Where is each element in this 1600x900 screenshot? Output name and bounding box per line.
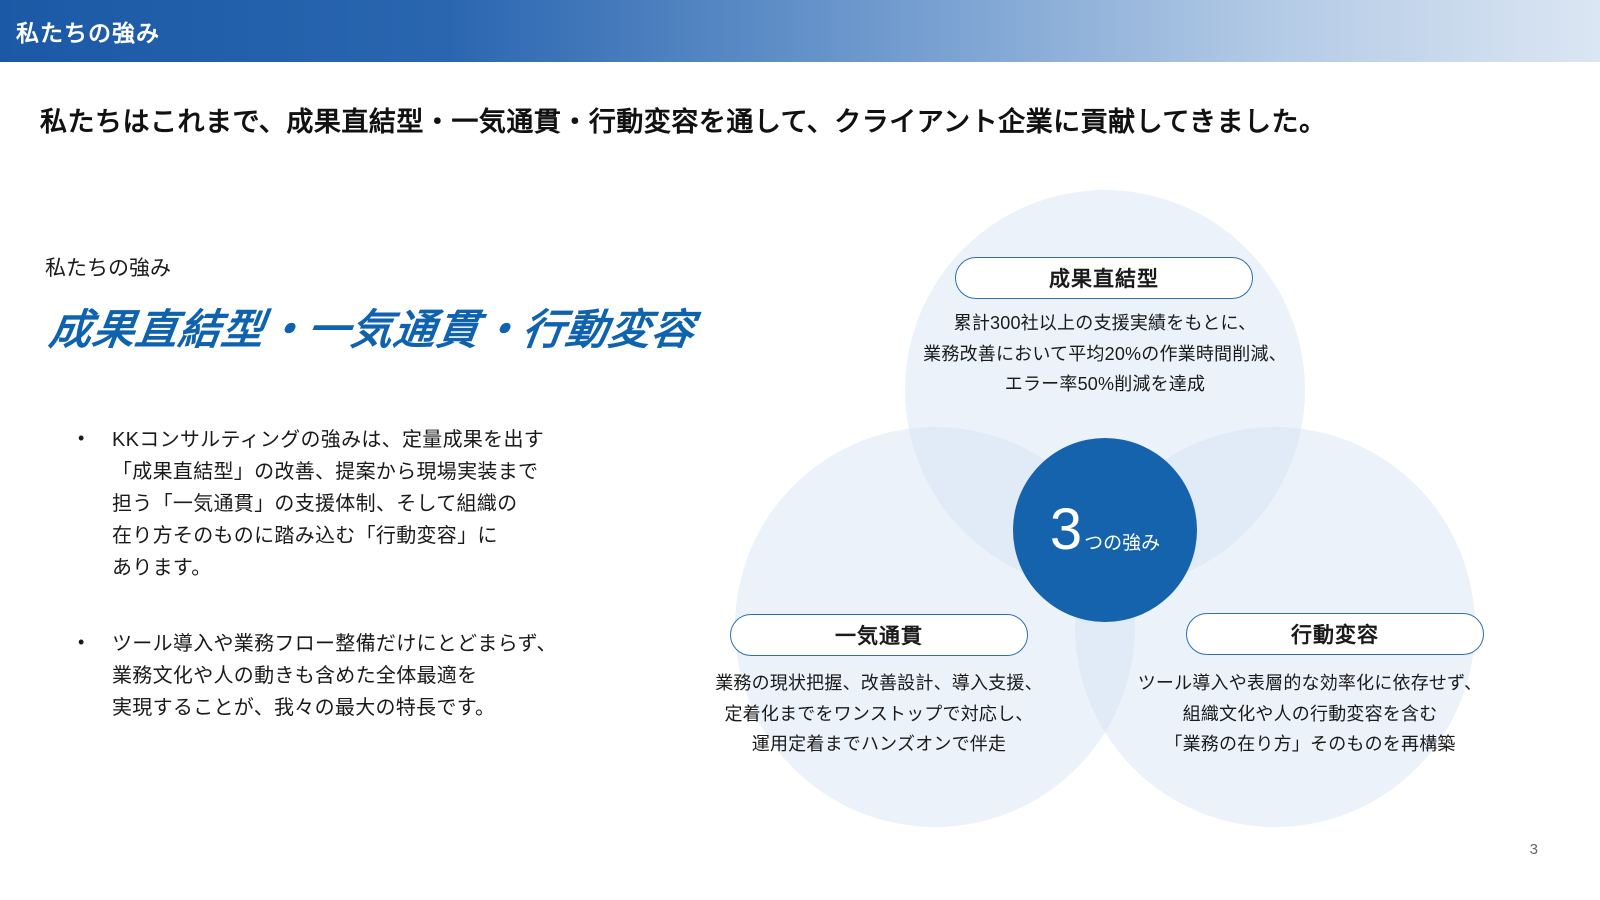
page-number: 3 — [1529, 841, 1538, 858]
venn-center-number: 3 — [1049, 497, 1083, 562]
list-item: • ツール導入や業務フロー整備だけにとどまらず、 業務文化や人の動きも含めた全体… — [78, 628, 688, 724]
bullet-text: KKコンサルティングの強みは、定量成果を出す 「成果直結型」の改善、提案から現場… — [112, 429, 545, 579]
venn-center-text: 3 つの強み — [1050, 501, 1160, 559]
bullet-list: • KKコンサルティングの強みは、定量成果を出す 「成果直結型」の改善、提案から… — [78, 424, 688, 768]
lead-sentence: 私たちはこれまで、成果直結型・一気通貫・行動変容を通して、クライアント企業に貢献… — [40, 107, 1327, 137]
section-label: 私たちの強み — [45, 257, 171, 280]
list-item: • KKコンサルティングの強みは、定量成果を出す 「成果直結型」の改善、提案から… — [78, 424, 688, 584]
header-bar: 私たちの強み — [0, 0, 1600, 62]
venn-center-suffix: つの強み — [1084, 533, 1161, 554]
bullet-icon: • — [78, 632, 85, 652]
section-title: 成果直結型・一気通貫・行動変容 — [46, 306, 699, 353]
bullet-icon: • — [78, 428, 85, 448]
venn-desc-koudou: ツール導入や表層的な効率化に依存せず、 組織文化や人の行動変容を含む 「業務の在… — [1137, 673, 1483, 755]
venn-label-koudou: 行動変容 — [1186, 613, 1484, 655]
header-title: 私たちの強み — [16, 20, 160, 46]
venn-center-circle: 3 つの強み — [1013, 438, 1197, 622]
venn-label-ikki: 一気通貫 — [730, 614, 1028, 656]
bullet-text: ツール導入や業務フロー整備だけにとどまらず、 業務文化や人の動きも含めた全体最適… — [112, 633, 557, 719]
venn-desc-seika: 累計300社以上の支援実績をもとに、 業務改善において平均20%の作業時間削減、… — [923, 313, 1287, 395]
venn-desc-ikki: 業務の現状把握、改善設計、導入支援、 定着化までをワンストップで対応し、 運用定… — [715, 673, 1043, 755]
venn-label-seika: 成果直結型 — [955, 257, 1253, 299]
